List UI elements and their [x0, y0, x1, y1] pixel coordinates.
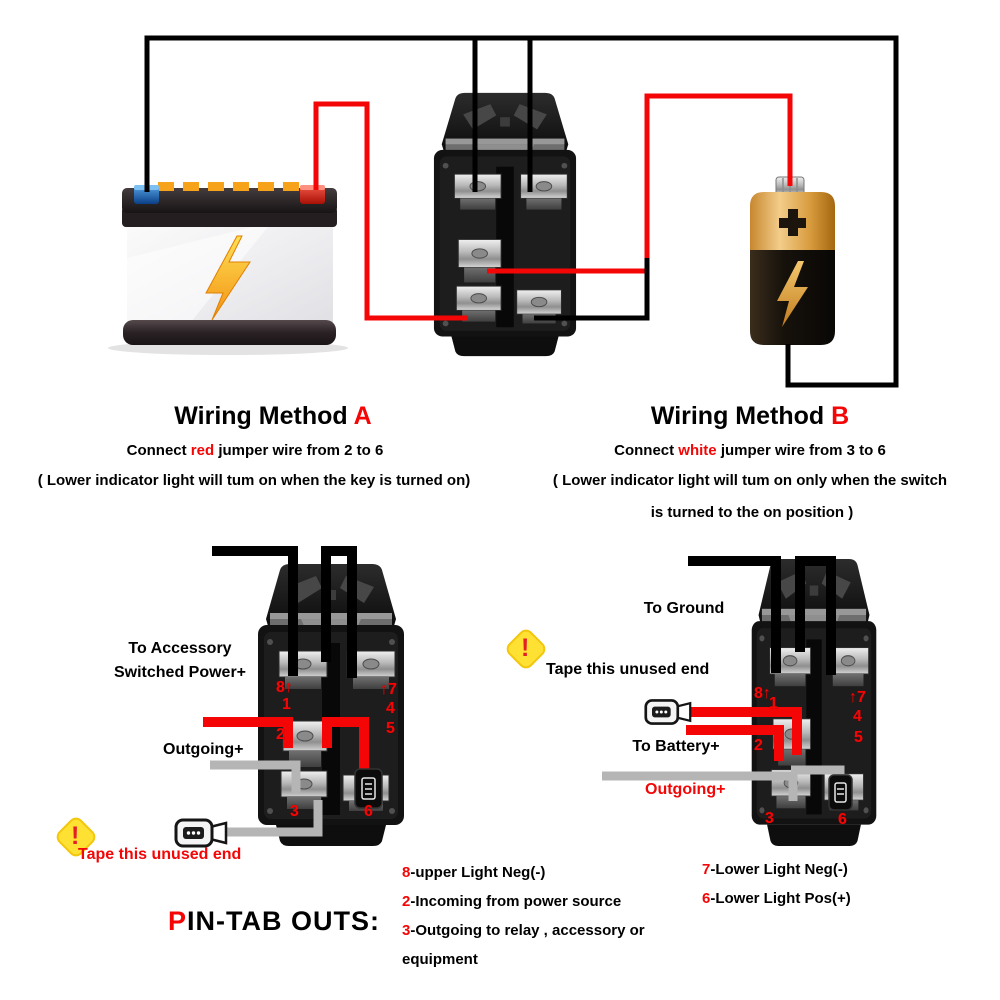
method-a-note: ( Lower indicator light will tum on when… [37, 472, 471, 489]
legend-item-3-cont: equipment [402, 951, 478, 968]
wire-b-battery-red [686, 725, 784, 761]
wire-pin6-black [534, 258, 650, 321]
legend-item-6-text: -Lower Light Pos(+) [710, 890, 851, 907]
method-a-desc-pre: Connect [126, 442, 191, 459]
battery-positive-terminal [300, 185, 325, 204]
legend-item-2: 2-Incoming from power source [402, 893, 621, 910]
method-a-desc-post: jumper wire from 2 to 6 [214, 442, 384, 459]
pin-label-a-7: ↑7 [380, 681, 397, 698]
pin-label-a-4: 4 [386, 700, 395, 717]
pin6-connector-b [828, 774, 853, 811]
pin-tab-outs-title-highlight: P [168, 906, 188, 936]
pin-label-a-8: 8↑ [276, 679, 293, 696]
legend-item-8-num: 8 [402, 864, 411, 881]
pin-label-a-1: 1 [282, 696, 291, 713]
label-outgoing-a: Outgoing+ [163, 741, 244, 758]
car-battery-illustration [108, 182, 348, 355]
method-b-title: Wiring Method B [651, 402, 849, 431]
method-a-title-letter: A [353, 402, 372, 430]
pin-tab-outs-title: PIN-TAB OUTS: [168, 906, 380, 937]
label-accessory-line2: Switched Power+ [113, 664, 247, 681]
pin-label-a-6: 6 [364, 803, 373, 820]
pin-label-b-1: 1 [769, 695, 778, 712]
legend-item-6-num: 6 [702, 890, 711, 907]
legend-item-3-text: -Outgoing to relay , accessory or [410, 922, 645, 939]
method-a-title: Wiring Method A [174, 402, 371, 431]
wire-battery-positive-red [313, 101, 468, 321]
pin-label-b-4: 4 [853, 708, 862, 725]
legend-item-7-num: 7 [702, 861, 711, 878]
label-accessory-line1: To Accessory [128, 640, 232, 657]
top-diagram-wires [144, 35, 899, 388]
method-a-desc: Connect red jumper wire from 2 to 6 [127, 442, 384, 459]
unused-plug-icon-b [644, 699, 692, 725]
legend-item-3: 3-Outgoing to relay , accessory or [402, 922, 645, 939]
legend-item-7-text: -Lower Light Neg(-) [710, 861, 848, 878]
wire-a-ground-jumper-black [321, 546, 357, 678]
warning-exclamation-b: ! [521, 634, 530, 662]
warning-icon-a [56, 817, 96, 857]
label-to-ground: To Ground [643, 600, 725, 617]
label-outgoing-b: Outgoing+ [645, 781, 726, 798]
legend-item-3-num: 3 [402, 922, 411, 939]
legend-item-2-num: 2 [402, 893, 411, 910]
label-tape-unused-b: Tape this unused end [546, 661, 710, 678]
method-b-note-line1: ( Lower indicator light will tum on only… [552, 472, 948, 489]
battery-vent-caps [158, 182, 299, 191]
warning-exclamation-a: ! [71, 822, 80, 850]
wire-a-jumper-red [322, 717, 369, 776]
method-b-desc-pre: Connect [614, 442, 679, 459]
pin-label-b-2: 2 [754, 737, 763, 754]
legend-item-8: 8-upper Light Neg(-) [402, 864, 545, 881]
wire-a-ground-black [212, 546, 298, 676]
pin-label-b-7: ↑7 [849, 689, 866, 706]
method-b-title-text: Wiring Method [650, 402, 832, 430]
wire-b-ground-black [688, 556, 781, 673]
pin-label-b-5: 5 [854, 729, 863, 746]
pin-label-b-6: 6 [838, 811, 847, 828]
method-a-desc-highlight: red [190, 442, 215, 459]
label-to-battery: To Battery+ [632, 738, 720, 755]
method-b-note-line2: is turned to the on position ) [650, 504, 854, 521]
method-a-wires [203, 546, 369, 837]
unused-plug-icon-a [174, 818, 228, 848]
lightning-bolt-icon [777, 261, 808, 327]
label-tape-unused-a: Tape this unused end [78, 846, 242, 863]
legend-item-3-cont-text: equipment [402, 951, 478, 968]
wire-cell-positive-red [644, 93, 793, 261]
method-a-title-text: Wiring Method [174, 402, 354, 430]
pin-label-a-2: 2 [276, 726, 285, 743]
method-b-desc: Connect white jumper wire from 3 to 6 [614, 442, 886, 459]
method-b-desc-post: jumper wire from 3 to 6 [716, 442, 886, 459]
pin-label-a-5: 5 [386, 720, 395, 737]
legend-item-8-text: -upper Light Neg(-) [410, 864, 546, 881]
pin-label-b-8: 8↑ [754, 685, 771, 702]
method-b-desc-highlight: white [678, 442, 717, 459]
wire-a-unused-gray [226, 800, 323, 837]
wire-a-power-red [203, 717, 293, 748]
wire-negative-loop-black [144, 35, 899, 388]
warning-icon-b [506, 629, 546, 669]
pin-label-b-3: 3 [765, 810, 774, 827]
legend-item-2-text: -Incoming from power source [410, 893, 622, 910]
method-b-title-letter: B [831, 402, 850, 430]
wire-b-ground-jumper-black [795, 556, 836, 675]
lightning-bolt-icon [205, 235, 251, 321]
wire-b-outgoing-gray [602, 771, 798, 801]
legend-item-7: 7-Lower Light Neg(-) [702, 861, 848, 878]
plus-symbol [779, 209, 806, 236]
wire-b-unused-red [690, 707, 802, 755]
legend-item-6: 6-Lower Light Pos(+) [702, 890, 851, 907]
wire-a-outgoing-gray [210, 760, 301, 793]
pin-tab-outs-title-rest: IN-TAB OUTS: [187, 906, 380, 936]
pin6-connector-a [354, 768, 383, 809]
cell-battery-illustration [750, 176, 835, 345]
pin-label-a-3: 3 [290, 803, 299, 820]
